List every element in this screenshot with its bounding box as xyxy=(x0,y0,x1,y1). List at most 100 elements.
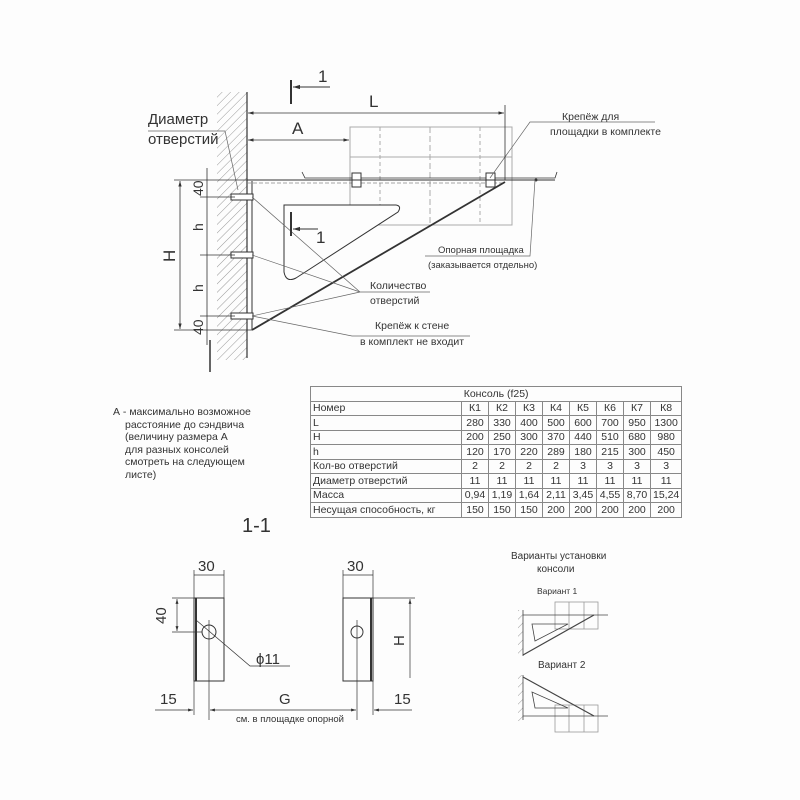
note-line: (величину размера А xyxy=(125,431,228,443)
row-label: h xyxy=(310,444,462,460)
dim-15-left: 15 xyxy=(160,691,177,708)
table-cell: 11 xyxy=(488,473,516,489)
table-cell: 200 xyxy=(649,502,683,518)
right-plate xyxy=(342,597,374,682)
table-cell: 950 xyxy=(623,415,651,431)
wall-hatch xyxy=(217,92,247,360)
variants-title: Варианты установки xyxy=(511,551,606,562)
note-line: для разных консолей xyxy=(125,443,229,456)
table-cell: 3 xyxy=(649,458,683,474)
table-cell: 1300 xyxy=(649,415,683,431)
table-cell: 200 xyxy=(623,502,651,518)
label-line: Диаметр xyxy=(148,111,208,128)
variant-1-label: Вариант 1 xyxy=(537,586,578,596)
table-cell: 150 xyxy=(461,502,489,518)
table-cell: 980 xyxy=(649,429,683,445)
table-cell: 3 xyxy=(569,458,597,474)
dim-L: L xyxy=(369,92,378,111)
header-label: Номер xyxy=(310,400,462,416)
row-label: Несущая способность, кг xyxy=(310,502,462,518)
row-label: Кол-во отверстий xyxy=(310,458,462,474)
table-cell: 3 xyxy=(596,458,624,474)
label-line: Количество xyxy=(370,280,427,292)
dim-H: H xyxy=(391,635,408,646)
column-header: К7 xyxy=(623,400,651,416)
table-cell: 11 xyxy=(461,473,489,489)
row-label: H xyxy=(310,429,462,445)
variant-1-diagram xyxy=(518,601,608,656)
table-cell: 250 xyxy=(488,429,516,445)
label-support-platform: Опорная площадка (заказывается отдельно) xyxy=(428,245,537,271)
table-cell: 510 xyxy=(596,429,624,445)
table-cell: 11 xyxy=(596,473,624,489)
table-header-row: Номер К1 К2 К3 К4 К5 К6 К7 К8 xyxy=(310,400,683,416)
dimension-A-note: А - максимально возможное расстояние до … xyxy=(113,406,293,481)
leader-lines xyxy=(148,121,655,337)
dim-40-top: 40 xyxy=(190,180,206,196)
platform-bolts xyxy=(351,172,496,188)
column-header: К2 xyxy=(488,400,516,416)
dim-G: G xyxy=(279,691,291,708)
section-mark-top: 1 xyxy=(290,67,330,104)
table-cell: 280 xyxy=(461,415,489,431)
table-cell: 680 xyxy=(623,429,651,445)
dim-15-right: 15 xyxy=(394,691,411,708)
console-spec-table: Консоль (f25) Номер К1 К2 К3 К4 К5 К6 К7… xyxy=(309,386,683,518)
table-cell: 11 xyxy=(569,473,597,489)
table-cell: 15,24 xyxy=(649,487,683,503)
label-platform-fasteners: Крепёж для площадки в комплекте xyxy=(550,111,661,138)
dim-30-left: 30 xyxy=(198,558,215,575)
label-wall-fasteners: Крепёж к стене в комплект не входит xyxy=(360,320,464,348)
table-cell: 11 xyxy=(623,473,651,489)
table-cell: 1,19 xyxy=(488,487,516,503)
label-line: Крепёж для xyxy=(562,111,619,123)
table-cell: 2 xyxy=(542,458,570,474)
section-dimensions xyxy=(155,570,415,720)
label-line: отверстий xyxy=(370,295,419,307)
note-line: листе) xyxy=(125,468,157,481)
label-line: Крепёж к стене xyxy=(375,320,449,332)
section-label: 1 xyxy=(316,228,325,247)
table-cell: 370 xyxy=(542,429,570,445)
variants: Варианты установки консоли Вариант 1 Вар… xyxy=(511,551,608,733)
label-line: (заказывается отдельно) xyxy=(428,260,537,271)
column-header: К5 xyxy=(569,400,597,416)
main-view: 1 1 L A H 40 h h 40 Диаметр xyxy=(148,67,661,372)
dim-A: A xyxy=(292,119,304,138)
table-cell: 2 xyxy=(461,458,489,474)
table-cell: 700 xyxy=(596,415,624,431)
dim-h-1: h xyxy=(190,223,206,231)
table-cell: 215 xyxy=(596,444,624,460)
label-hole-count: Количество отверстий xyxy=(370,280,427,307)
table-cell: 11 xyxy=(515,473,543,489)
table-cell: 200 xyxy=(542,502,570,518)
table-cell: 3,45 xyxy=(569,487,597,503)
row-label: Масса xyxy=(310,487,462,503)
dim-30-right: 30 xyxy=(347,558,364,575)
section-view: 1-1 30 30 40 xyxy=(153,515,415,725)
table-cell: 289 xyxy=(542,444,570,460)
label-hole-diameter: Диаметр отверстий xyxy=(148,111,219,148)
table-cell: 2 xyxy=(515,458,543,474)
table-cell: 3 xyxy=(623,458,651,474)
label-line: в комплект не входит xyxy=(360,336,464,348)
table-cell: 11 xyxy=(649,473,683,489)
table-cell: 200 xyxy=(596,502,624,518)
column-header: К8 xyxy=(649,400,683,416)
variants-title: консоли xyxy=(537,564,574,575)
table-cell: 4,55 xyxy=(596,487,624,503)
label-line: Опорная площадка xyxy=(438,245,524,256)
table-cell: 2 xyxy=(488,458,516,474)
table-cell: 150 xyxy=(515,502,543,518)
table-title: Консоль (f25) xyxy=(309,386,683,402)
table-cell: 200 xyxy=(569,502,597,518)
section-label: 1 xyxy=(318,67,327,86)
section-mark-bottom: 1 xyxy=(290,212,325,247)
table-title-row: Консоль (f25) xyxy=(309,386,683,402)
